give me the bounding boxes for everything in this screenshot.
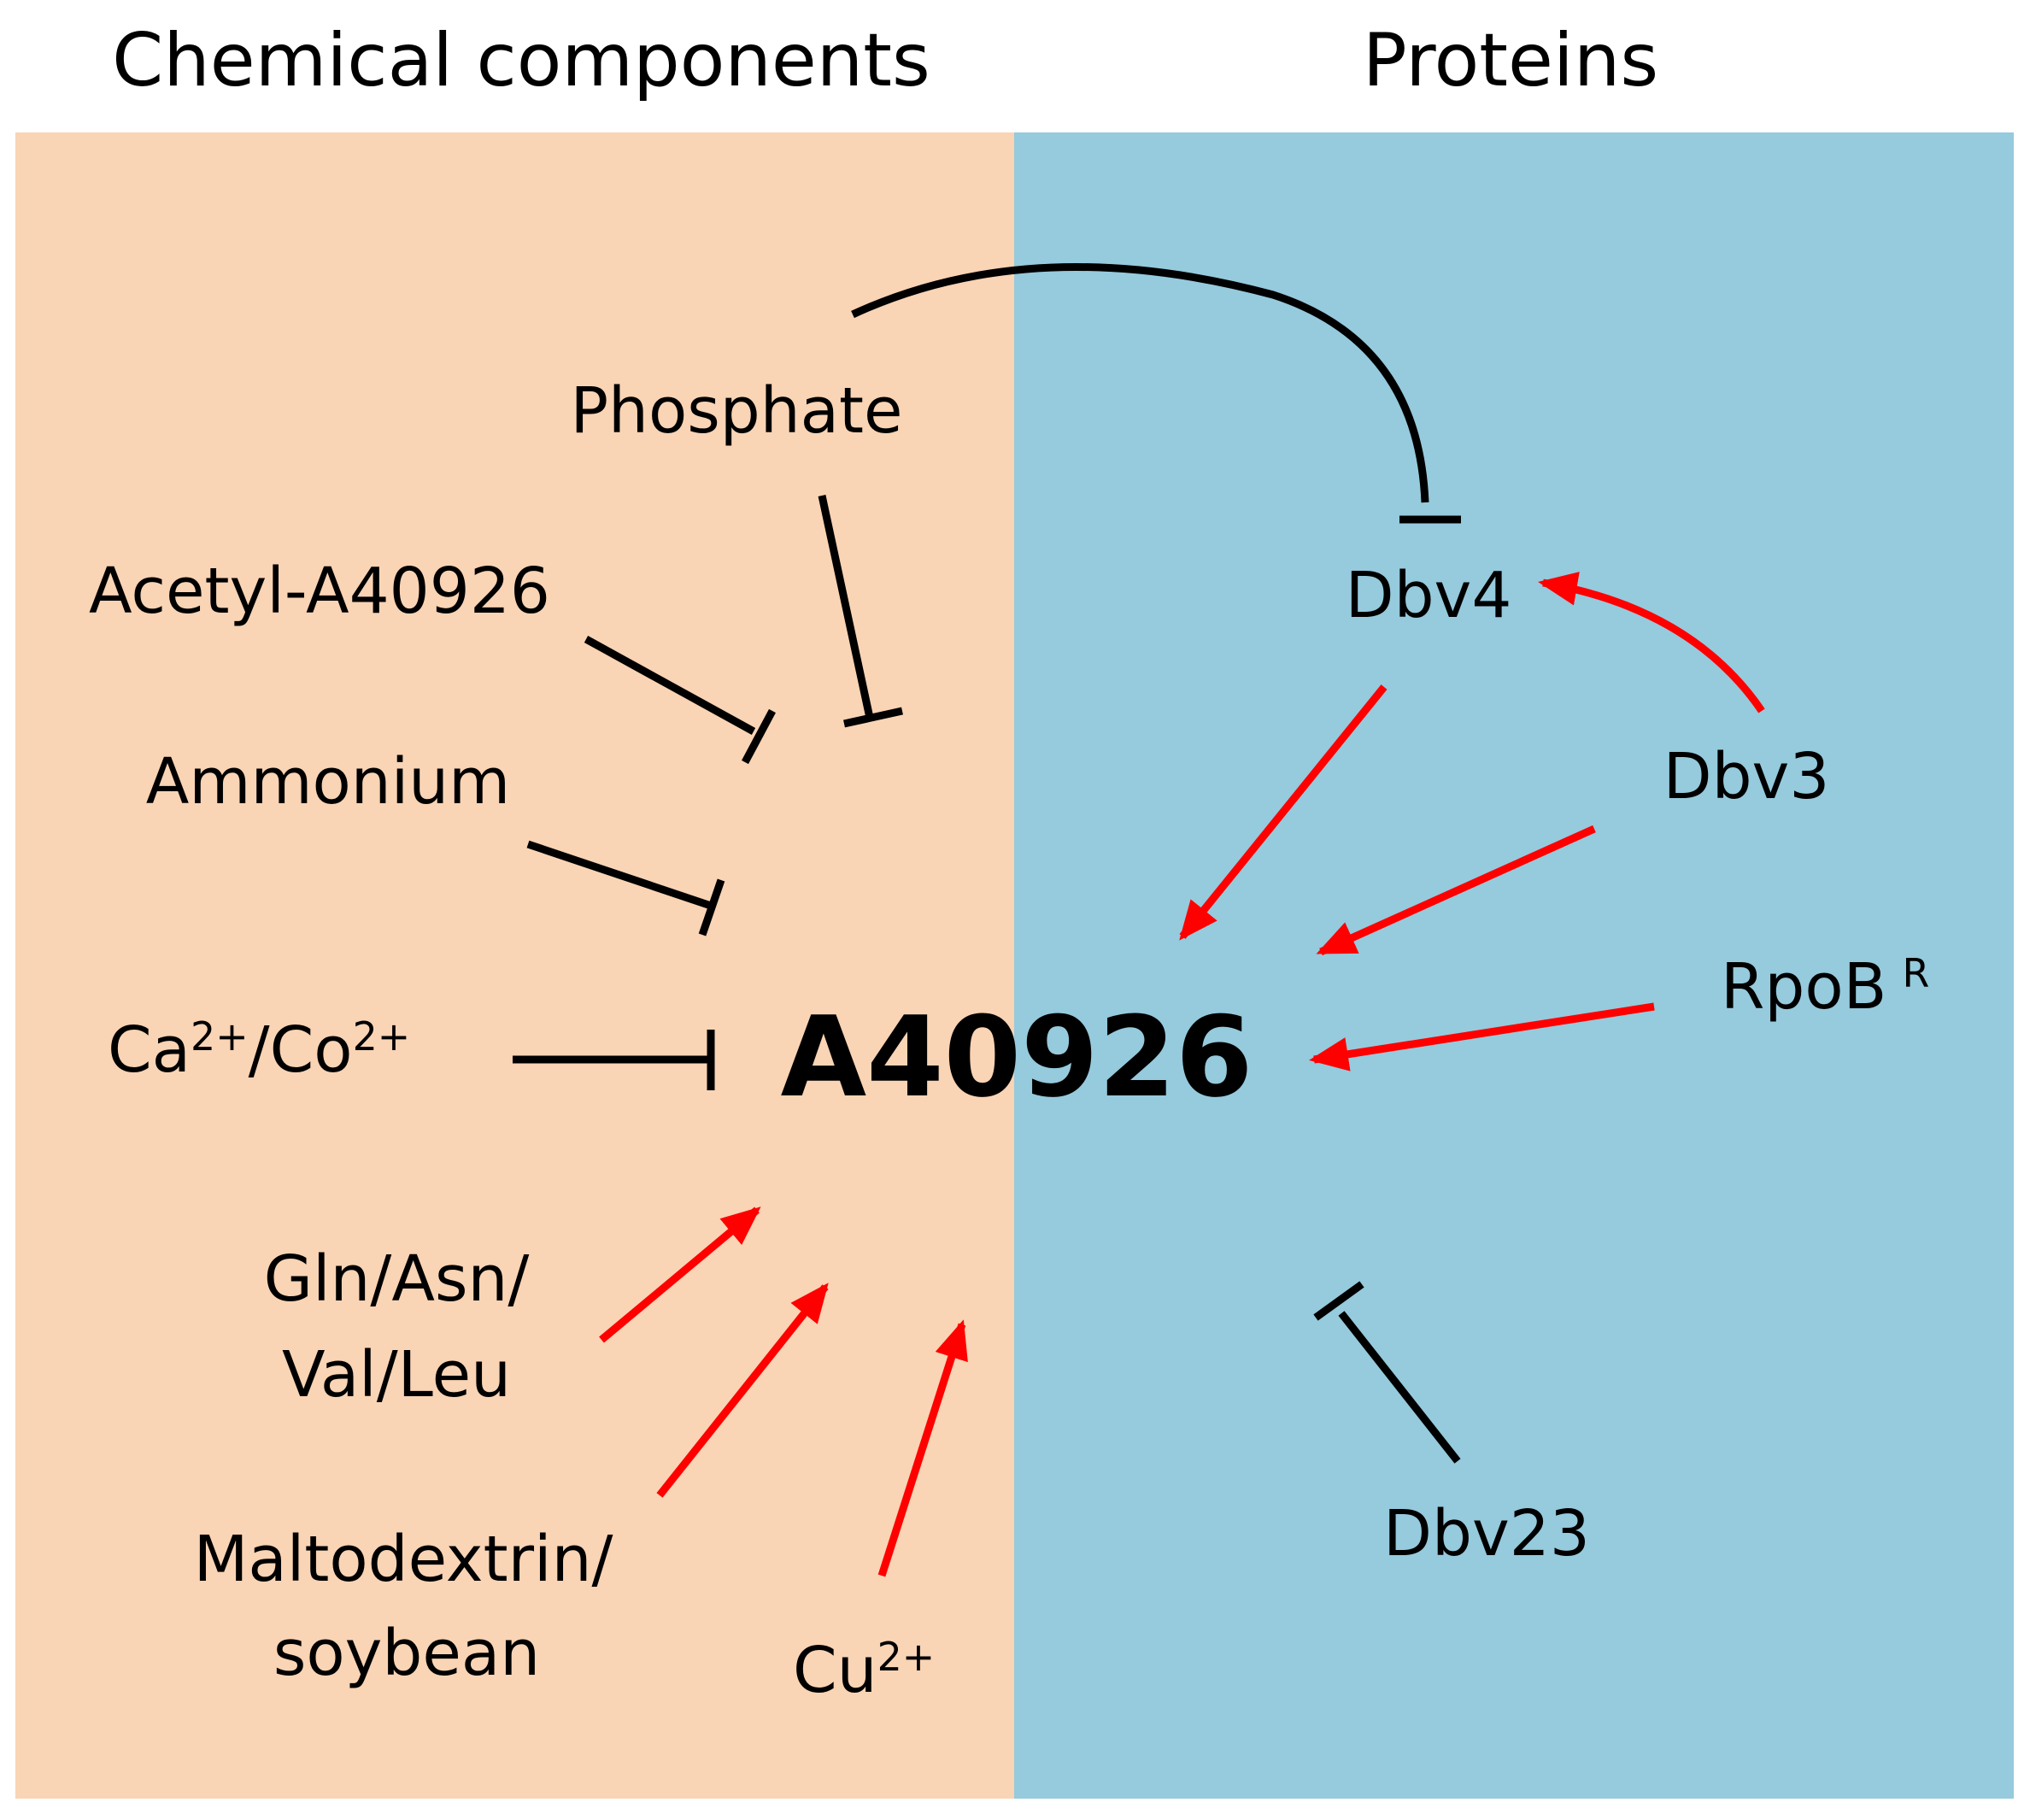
node-cu: Cu2+ <box>793 1637 935 1702</box>
ca-charge: 2+ <box>191 1013 249 1060</box>
edge-phosphate-a40926 <box>818 495 874 719</box>
node-acetyl-a40926: Acetyl-A40926 <box>88 555 551 628</box>
edge-rpob-a40926 <box>1309 1002 1655 1071</box>
chemical-components-panel <box>15 132 1014 1799</box>
node-malto-line2: soybean <box>273 1617 541 1690</box>
node-a40926: A40926 <box>780 992 1253 1122</box>
bar-dbv23-a40926 <box>1313 1281 1364 1321</box>
cu-charge: 2+ <box>877 1633 936 1680</box>
edge-dbv4-a40926 <box>1179 684 1388 941</box>
edge-dbv3-dbv4 <box>1538 572 1765 713</box>
node-aa-line2: Val/Leu <box>281 1338 512 1412</box>
edge-dbv23-a40926 <box>1338 1311 1461 1464</box>
edge-cu-a40926 <box>877 1319 968 1577</box>
node-malto-line1: Maltodextrin/ <box>193 1523 613 1596</box>
bar-acetyl-a40926 <box>742 708 776 765</box>
node-dbv23: Dbv23 <box>1383 1497 1590 1570</box>
edge-acetyl-a40926 <box>584 636 756 735</box>
edge-dbv3-a40926 <box>1316 825 1596 956</box>
ca-base: Ca <box>108 1013 191 1087</box>
co-base: /Co <box>248 1013 353 1087</box>
node-aa-line1: Gln/Asn/ <box>263 1242 530 1316</box>
node-ammonium: Ammonium <box>145 745 511 819</box>
edge-malto-a40926 <box>656 1283 829 1498</box>
heading-proteins: Proteins <box>1362 18 1659 103</box>
node-dbv3: Dbv3 <box>1663 740 1830 813</box>
heading-chemical-components: Chemical components <box>112 18 930 103</box>
rpob-base: RpoB <box>1721 950 1887 1024</box>
bar-phosphate-a40926 <box>843 707 903 728</box>
cu-base: Cu <box>793 1634 877 1707</box>
node-phosphate: Phosphate <box>570 374 903 448</box>
node-dbv4: Dbv4 <box>1345 559 1512 632</box>
bar-ammonium-a40926 <box>698 878 725 936</box>
proteins-panel <box>1014 132 2014 1799</box>
edge-ammonium-a40926 <box>526 840 713 910</box>
rpob-sup: R <box>1902 949 1930 996</box>
edge-phosphate-dbv4 <box>851 262 1429 503</box>
node-ca-co: Ca2+/Co2+ <box>108 1017 410 1082</box>
edge-aa-a40926 <box>599 1206 761 1343</box>
co-charge: 2+ <box>352 1013 411 1060</box>
